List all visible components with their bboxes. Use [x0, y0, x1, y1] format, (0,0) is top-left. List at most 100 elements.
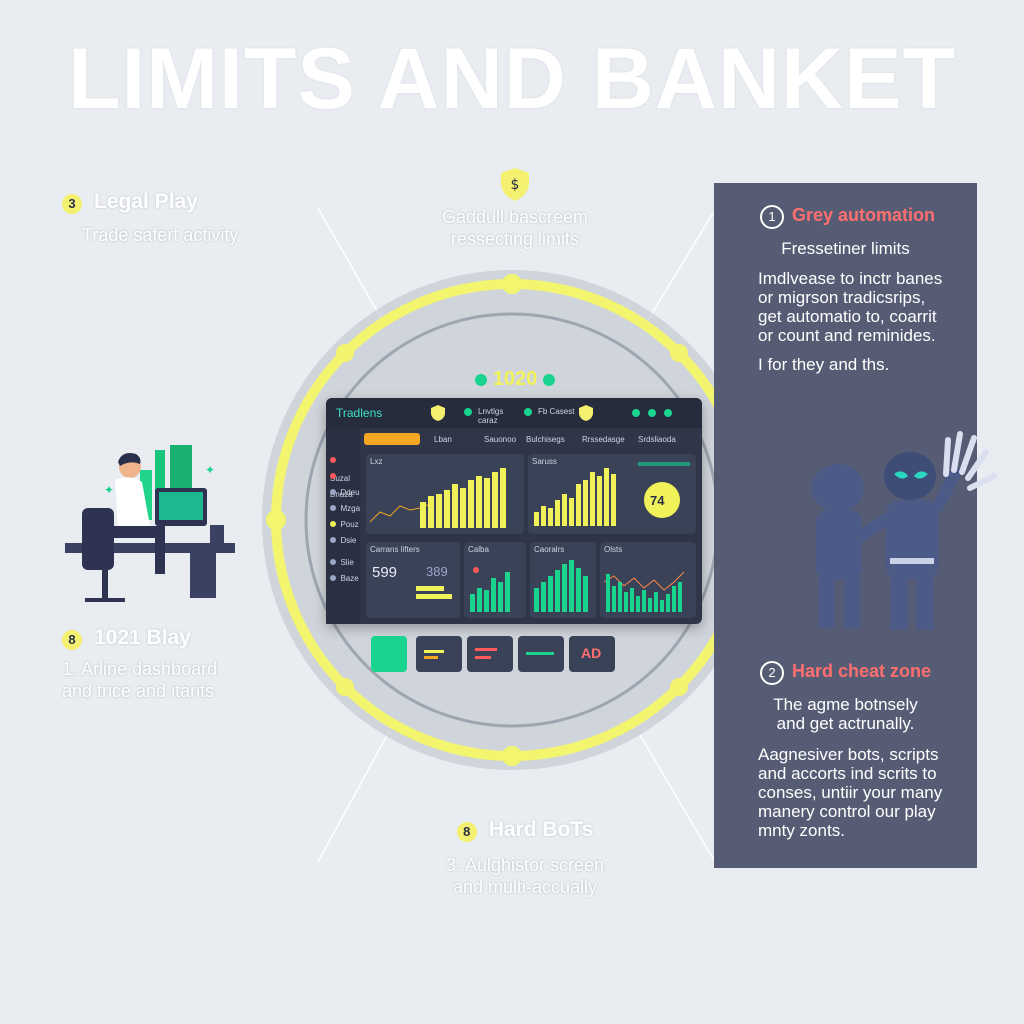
status-dot-icon — [464, 408, 472, 416]
hard-bots-title: Hard BoTs — [488, 818, 594, 841]
chart-panel-a: Lxz — [366, 454, 524, 534]
hard-line: mnty zonts. — [758, 821, 845, 840]
grey-text-block: Imdlvease to inctr banes or migrson trad… — [758, 269, 942, 374]
connector-line — [317, 207, 386, 326]
hard-cheat-title: Hard cheat zone — [792, 661, 932, 682]
hard-cheat-heading: 2 Hard cheat zone — [760, 661, 931, 685]
window-dot-icon[interactable] — [632, 409, 640, 417]
top-center-line2: ressecting limits — [450, 229, 580, 249]
sidebar-item[interactable]: Baze — [330, 568, 359, 586]
red-lines-button[interactable] — [467, 636, 513, 672]
grey-automation-title: Grey automation — [792, 205, 936, 226]
hard-line: and accorts ind scrits to — [758, 764, 937, 783]
counter-label: 1020 — [460, 368, 570, 391]
chart-panel-b: Saruss 74 — [528, 454, 696, 534]
progress-bar — [416, 594, 452, 599]
person-at-desk-illustration: ✦ ✦ — [65, 445, 235, 602]
gauge-circle — [644, 482, 680, 518]
connector-line — [317, 729, 391, 863]
top-center-line1: Gaddull bascreem — [441, 207, 589, 227]
play-1021-badge: 8 — [62, 629, 82, 650]
progress-bar — [416, 586, 444, 591]
green-dot-icon — [542, 373, 555, 386]
grey-number-badge: 1 — [760, 205, 784, 229]
ads-label: AD — [581, 645, 602, 661]
tab-active[interactable] — [364, 433, 420, 445]
card-3: Caoralrs — [530, 542, 596, 618]
hard-line: conses, untiir your many — [758, 783, 943, 802]
window-dot-icon[interactable] — [664, 409, 672, 417]
play-1021-title: 1021 Blay — [94, 626, 191, 649]
grey-line: or migrson tradicsrips, — [758, 288, 926, 307]
sidebar-item[interactable]: Pouz — [330, 514, 359, 532]
card-1-value: 599 — [372, 564, 398, 581]
chart-a-bars — [369, 468, 506, 528]
hard-line: manery control our play — [758, 802, 936, 821]
hard-line: Aagnesiver bots, scripts — [758, 745, 939, 764]
sidebar-item[interactable]: Suzal — [330, 450, 360, 486]
card-2-bars — [470, 567, 510, 612]
hard-number-badge: 2 — [760, 661, 784, 685]
dashboard-mockup: Tradlens Lnvtlgs caraz Fb Casest Lban Sa… — [326, 398, 702, 624]
hard-intro-line: and get actrunally. — [776, 714, 915, 733]
card-4-bars — [603, 571, 685, 612]
dashboard-tab[interactable]: Bulchisegs — [526, 435, 565, 444]
card-3-bars — [534, 560, 588, 612]
dashboard-sidebar: Suzal Bnuza Ddeu Mzga Pouz Dsie Slie Baz… — [326, 428, 360, 624]
sidebar-item[interactable]: Mzga — [330, 498, 360, 516]
grey-line: Imdlvease to inctr banes — [758, 269, 943, 288]
gauge-value: 74 — [650, 493, 665, 508]
hard-intro: The agme botnsely and get actrunally. — [714, 695, 977, 733]
connector-line — [639, 734, 716, 863]
sidebar-item[interactable]: Bnuza — [330, 466, 360, 502]
green-dot-icon — [475, 373, 488, 386]
hard-intro-line: The agme botnsely — [773, 695, 918, 714]
shield-icon: $ — [497, 166, 533, 202]
chart-b-title: Saruss — [532, 457, 557, 466]
yellow-lines-button[interactable] — [416, 636, 462, 672]
dashboard-tab[interactable]: Lban — [434, 435, 452, 444]
ads-button[interactable]: AD — [569, 636, 615, 672]
svg-text:✦: ✦ — [205, 463, 215, 477]
connector-line — [644, 212, 714, 326]
card-4: Olsts — [600, 542, 696, 618]
card-2: Calba — [464, 542, 526, 618]
svg-text:✦: ✦ — [104, 483, 114, 497]
green-lines-button[interactable] — [518, 636, 564, 672]
robot-illustration — [812, 431, 997, 630]
grey-intro: Fressetiner limits — [781, 239, 910, 258]
shield-icon — [431, 405, 445, 421]
dashboard-tab[interactable]: Srdsliaoda — [638, 435, 676, 444]
status-dot-icon — [524, 408, 532, 416]
dashboard-brand: Tradlens — [336, 406, 383, 420]
shield-icon — [579, 405, 593, 421]
sidebar-item[interactable]: Dsie — [330, 530, 356, 548]
sidebar-item[interactable]: Ddeu — [330, 482, 360, 500]
grey-line: or count and reminides. — [758, 326, 936, 345]
chart-b-bars — [534, 462, 690, 526]
dashboard-topbar: Tradlens Lnvtlgs caraz Fb Casest — [326, 398, 702, 428]
green-tile-button[interactable] — [371, 636, 407, 672]
grey-tail: I for they and ths. — [758, 355, 890, 374]
header-item[interactable]: Lnvtlgs caraz — [478, 407, 504, 425]
dashboard-tab[interactable]: Sauonoo — [484, 435, 517, 444]
sidebar-item[interactable]: Slie — [330, 552, 354, 570]
right-info-panel: 1 Grey automation Fressetiner limits Imdl… — [714, 183, 997, 868]
legal-play-sub: Trade safert activity — [82, 225, 239, 245]
card-4-title: Olsts — [604, 545, 623, 554]
play-1021-line1: 1. Arline dashboard — [62, 659, 218, 679]
hard-bots-line1: 3. Aulghistor screen — [445, 855, 605, 875]
card-1-value2: 389 — [426, 564, 448, 579]
card-1: Carrans lifters 599 389 — [366, 542, 460, 618]
chart-a-title: Lxz — [370, 457, 383, 466]
dashboard-tab[interactable]: Rrssedasge — [582, 435, 625, 444]
hard-text-block: Aagnesiver bots, scripts and accorts ind… — [758, 745, 942, 840]
counter-value: 1020 — [492, 368, 538, 390]
window-dot-icon[interactable] — [648, 409, 656, 417]
top-center-label: Gaddull bascreem ressecting limits — [395, 206, 635, 250]
header-item[interactable]: Fb Casest — [538, 407, 575, 416]
card-1-title: Carrans lifters — [370, 545, 420, 554]
legal-play-title: Legal Play — [94, 190, 198, 213]
